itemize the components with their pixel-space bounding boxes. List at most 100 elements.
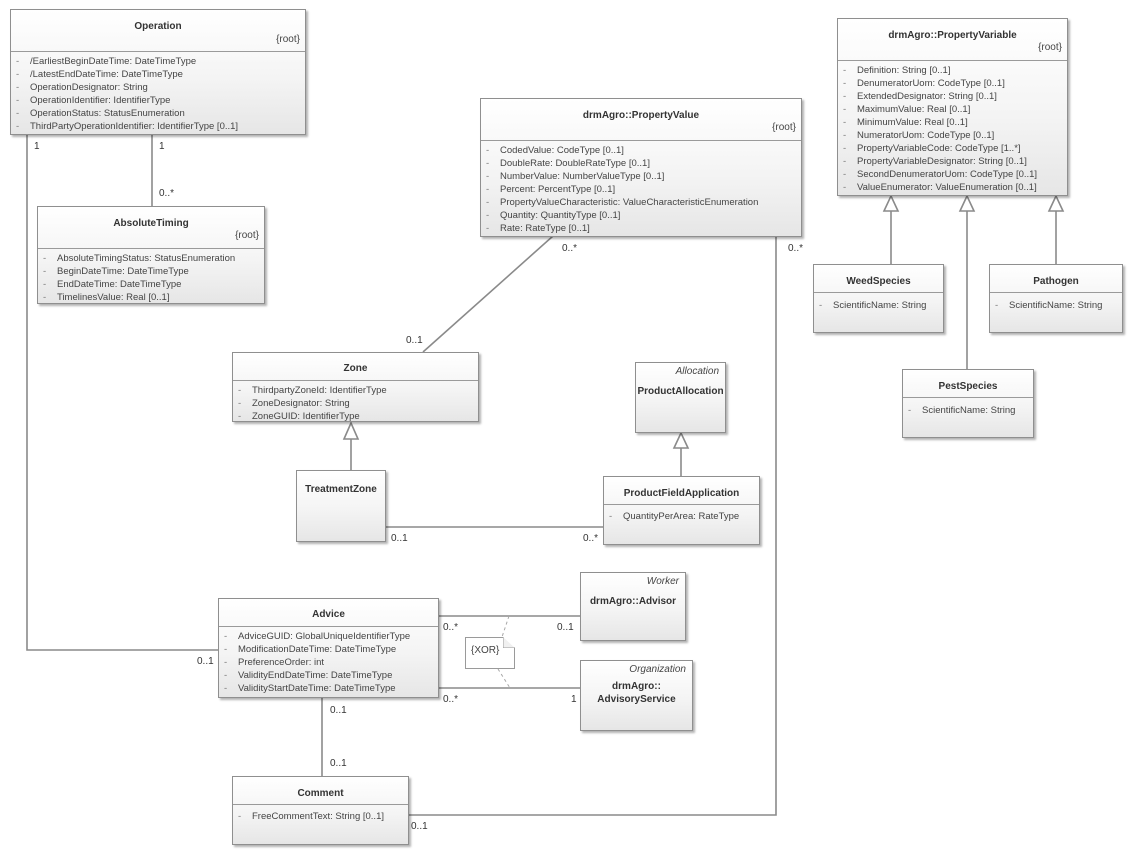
multiplicity-label: 0..1 xyxy=(197,656,214,667)
class-name: AdvisoryService xyxy=(597,694,676,705)
class-header: Advice xyxy=(219,599,438,626)
attribute: -MaximumValue: Real [0..1] xyxy=(843,104,971,115)
attribute: -AbsoluteTimingStatus: StatusEnumeration xyxy=(43,253,236,264)
attribute: -ValidityEndDateTime: DateTimeType xyxy=(224,670,393,681)
class-name: WeedSpecies xyxy=(846,276,911,287)
class-property-value[interactable]: drmAgro::PropertyValue {root} -CodedValu… xyxy=(480,98,802,237)
multiplicity-label: 0..* xyxy=(159,188,175,199)
multiplicity-label: 0..1 xyxy=(411,821,428,832)
attribute: -ExtendedDesignator: String [0..1] xyxy=(843,91,997,102)
generalization-arrowhead xyxy=(672,431,690,449)
root-tag: {root} xyxy=(276,34,300,45)
class-name: TreatmentZone xyxy=(305,484,377,495)
class-pathogen[interactable]: Pathogen -ScientificName: String xyxy=(989,264,1123,333)
attribute: -CodedValue: CodeType [0..1] xyxy=(486,145,624,156)
class-header: WeedSpecies xyxy=(814,265,943,292)
attribute: -MinimumValue: Real [0..1] xyxy=(843,117,968,128)
class-name: drmAgro::PropertyValue xyxy=(582,110,700,121)
note-fold-corner xyxy=(503,637,515,648)
class-header: TreatmentZone xyxy=(297,471,385,496)
class-advice[interactable]: Advice -AdviceGUID: GlobalUniqueIdentifi… xyxy=(218,598,439,698)
class-absolute-timing[interactable]: AbsoluteTiming {root} -AbsoluteTimingSta… xyxy=(37,206,265,304)
class-header: Operation {root} xyxy=(11,10,305,51)
class-name: ProductAllocation xyxy=(637,386,724,397)
generalization-arrowhead xyxy=(342,421,360,440)
attribute: -BeginDateTime: DateTimeType xyxy=(43,266,189,277)
attribute: -Percent: PercentType [0..1] xyxy=(486,184,616,195)
attribute: -ValueEnumerator: ValueEnumeration [0..1… xyxy=(843,182,1037,193)
attribute: -ThirdPartyOperationIdentifier: Identifi… xyxy=(16,121,239,132)
note-text: {XOR} xyxy=(471,645,500,656)
class-product-allocation[interactable]: Allocation ProductAllocation xyxy=(635,362,726,433)
class-header: drmAgro::PropertyValue {root} xyxy=(481,99,801,140)
class-header: Organization drmAgro:: AdvisoryService xyxy=(581,661,692,706)
attribute-list: -Definition: String [0..1] -DenumeratorU… xyxy=(838,60,1067,194)
stereotype-label: Worker xyxy=(646,576,679,587)
attribute-list: -ThirdpartyZoneId: IdentifierType -ZoneD… xyxy=(233,380,478,423)
class-name: PestSpecies xyxy=(938,381,998,392)
multiplicity-label: 1 xyxy=(159,141,165,152)
class-header: drmAgro::PropertyVariable {root} xyxy=(838,19,1067,60)
class-header: Worker drmAgro::Advisor xyxy=(581,573,685,608)
attribute: -ZoneGUID: IdentifierType xyxy=(238,411,360,422)
root-tag: {root} xyxy=(1038,42,1062,53)
class-operation[interactable]: Operation {root} -/EarliestBeginDateTime… xyxy=(10,9,306,135)
class-property-variable[interactable]: drmAgro::PropertyVariable {root} -Defini… xyxy=(837,18,1068,196)
class-product-field-application[interactable]: ProductFieldApplication -QuantityPerArea… xyxy=(603,476,760,545)
class-treatment-zone[interactable]: TreatmentZone xyxy=(296,470,386,542)
attribute: -TimelinesValue: Real [0..1] xyxy=(43,292,170,303)
multiplicity-label: 0..* xyxy=(583,533,599,544)
class-name: Operation xyxy=(134,21,182,32)
stereotype-label: Organization xyxy=(629,664,686,675)
class-header: PestSpecies xyxy=(903,370,1033,397)
multiplicity-label: 0..* xyxy=(443,622,459,633)
attribute: -OperationDesignator: String xyxy=(16,82,148,93)
class-header: Pathogen xyxy=(990,265,1122,292)
attribute: -PreferenceOrder: int xyxy=(224,657,325,668)
attribute: -PropertyValueCharacteristic: ValueChara… xyxy=(486,197,759,208)
attribute-list: -FreeCommentText: String [0..1] xyxy=(233,804,408,823)
attribute: -Quantity: QuantityType [0..1] xyxy=(486,210,621,221)
class-name: Zone xyxy=(343,363,368,374)
attribute: -FreeCommentText: String [0..1] xyxy=(238,811,384,822)
attribute: -OperationStatus: StatusEnumeration xyxy=(16,108,185,119)
attribute: -EndDateTime: DateTimeType xyxy=(43,279,182,290)
generalization-arrowhead xyxy=(882,194,900,212)
class-advisor[interactable]: Worker drmAgro::Advisor xyxy=(580,572,686,641)
attribute: -PropertyVariableDesignator: String [0..… xyxy=(843,156,1027,167)
class-weed-species[interactable]: WeedSpecies -ScientificName: String xyxy=(813,264,944,333)
class-advisory-service[interactable]: Organization drmAgro:: AdvisoryService xyxy=(580,660,693,731)
attribute: -DenumeratorUom: CodeType [0..1] xyxy=(843,78,1005,89)
class-pest-species[interactable]: PestSpecies -ScientificName: String xyxy=(902,369,1034,438)
class-header: Zone xyxy=(233,353,478,380)
root-tag: {root} xyxy=(772,122,796,133)
xor-constraint-note[interactable]: {XOR} xyxy=(465,637,515,669)
attribute: -Rate: RateType [0..1] xyxy=(486,223,590,234)
multiplicity-label: 0..* xyxy=(562,243,578,254)
attribute: -/EarliestBeginDateTime: DateTimeType xyxy=(16,56,197,67)
attribute: -Definition: String [0..1] xyxy=(843,65,951,76)
multiplicity-label: 0..1 xyxy=(557,622,574,633)
attribute: -SecondDenumeratorUom: CodeType [0..1] xyxy=(843,169,1038,180)
class-name: Comment xyxy=(297,788,344,799)
root-tag: {root} xyxy=(235,230,259,241)
class-header: AbsoluteTiming {root} xyxy=(38,207,264,248)
attribute: -QuantityPerArea: RateType xyxy=(609,511,740,522)
xor-constraint-line xyxy=(501,615,510,638)
stereotype-label: Allocation xyxy=(675,366,719,377)
multiplicity-label: 0..* xyxy=(788,243,804,254)
attribute: -ScientificName: String xyxy=(995,300,1103,311)
class-zone[interactable]: Zone -ThirdpartyZoneId: IdentifierType -… xyxy=(232,352,479,422)
attribute: -OperationIdentifier: IdentifierType xyxy=(16,95,171,106)
attribute: -ScientificName: String xyxy=(819,300,927,311)
attribute: -/LatestEndDateTime: DateTimeType xyxy=(16,69,183,80)
attribute-list: -ScientificName: String xyxy=(990,292,1122,312)
multiplicity-label: 0..1 xyxy=(330,758,347,769)
attribute-list: -CodedValue: CodeType [0..1] -DoubleRate… xyxy=(481,140,801,235)
class-header: Allocation ProductAllocation xyxy=(636,363,725,398)
generalization-arrowhead xyxy=(958,194,976,212)
class-comment[interactable]: Comment -FreeCommentText: String [0..1] xyxy=(232,776,409,845)
attribute-list: -ScientificName: String xyxy=(814,292,943,312)
attribute-list: -ScientificName: String xyxy=(903,397,1033,417)
